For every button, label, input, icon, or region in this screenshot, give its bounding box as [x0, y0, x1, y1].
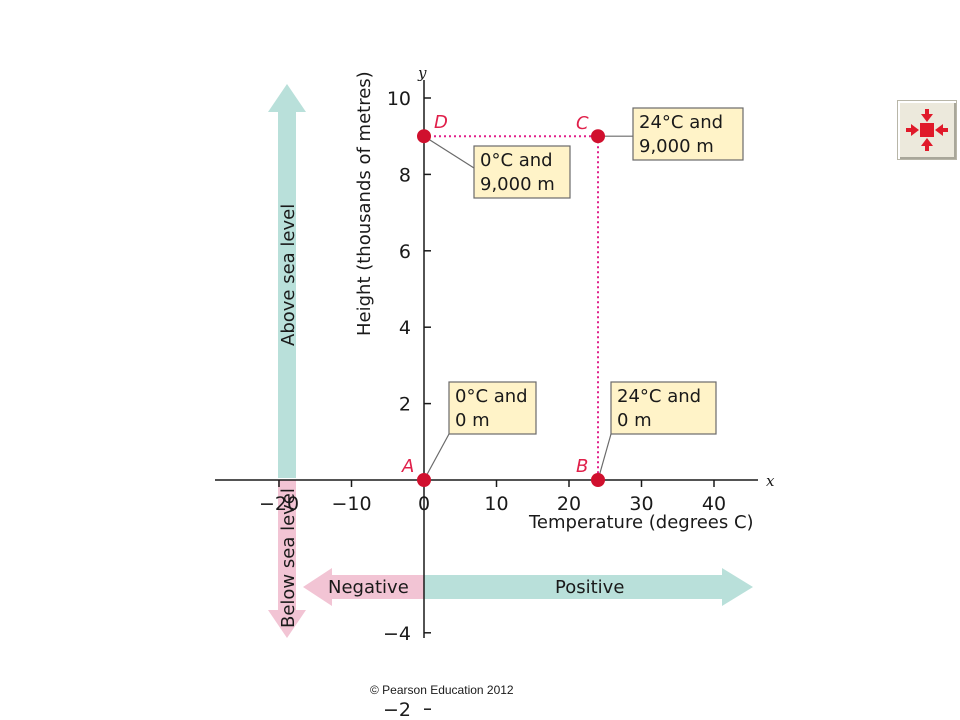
direction-arrows: Above sea level Below sea level Negative…	[268, 84, 753, 638]
guide-lines	[424, 135, 599, 480]
y-tick-label: −4	[383, 623, 411, 645]
callout-leader	[423, 433, 450, 481]
callout-leader	[597, 433, 612, 481]
y-tick-label: 10	[387, 88, 411, 110]
positive-arrow	[424, 568, 753, 606]
x-axis-title: Temperature (degrees C)	[528, 512, 754, 533]
ticks: −20 −10 0 10 20 30 40 −2 −4 2 4 6 8 10	[259, 88, 726, 720]
x-tick-label: 30	[629, 493, 653, 515]
x-tick-label: −20	[259, 493, 299, 515]
point-label: B	[576, 456, 588, 477]
point-b	[591, 473, 605, 487]
callout-box	[610, 381, 717, 435]
below-sea-level-label: Below sea level	[278, 488, 299, 628]
callout-text: 9,000 m	[480, 174, 555, 195]
callout-box	[473, 145, 571, 199]
callout-text: 0°C and	[480, 150, 553, 171]
x-tick-label: 20	[557, 493, 581, 515]
y-tick-label: 4	[399, 317, 411, 339]
axes: x y Temperature (degrees C) Height (thou…	[215, 64, 775, 638]
y-tick-label: 6	[399, 241, 411, 263]
above-sea-level-arrow	[268, 84, 306, 478]
y-tick-label: 2	[399, 394, 411, 416]
fit-to-screen-button[interactable]	[897, 100, 957, 160]
x-tick-label: 10	[484, 493, 508, 515]
point-label: D	[434, 112, 448, 133]
negative-arrow	[303, 568, 424, 606]
point-label: A	[401, 456, 414, 477]
above-sea-level-label: Above sea level	[278, 204, 299, 346]
x-axis-variable: x	[766, 472, 775, 490]
y-axis-title: Height (thousands of metres)	[354, 71, 375, 336]
x-tick-label: 40	[702, 493, 726, 515]
callout-box	[632, 107, 744, 161]
x-tick-label: −10	[331, 493, 371, 515]
callout-leader	[423, 135, 475, 169]
data-points: A B C D	[401, 112, 605, 487]
point-c	[591, 129, 605, 144]
callout-box	[448, 381, 537, 435]
x-tick-label: 0	[418, 493, 430, 515]
point-d	[417, 129, 431, 144]
callouts: 0°C and 0 m 24°C and 0 m 24°C and 9,000 m 0°C …	[423, 107, 744, 481]
negative-label: Negative	[328, 577, 409, 598]
copyright-notice: © Pearson Education 2012	[370, 683, 514, 697]
callout-text: 0 m	[617, 410, 652, 431]
below-sea-level-arrow	[268, 480, 306, 638]
arrows-to-center-icon	[906, 109, 948, 151]
point-label: C	[576, 113, 589, 134]
y-tick-label: 8	[399, 164, 411, 186]
y-axis-variable: y	[417, 64, 427, 82]
callout-text: 24°C and	[639, 112, 723, 133]
callout-text: 0°C and	[455, 386, 528, 407]
point-a	[417, 473, 431, 487]
callout-text: 0 m	[455, 410, 490, 431]
callout-text: 9,000 m	[639, 136, 714, 157]
y-tick-label: −2	[383, 699, 411, 720]
positive-label: Positive	[555, 577, 624, 598]
callout-text: 24°C and	[617, 386, 701, 407]
